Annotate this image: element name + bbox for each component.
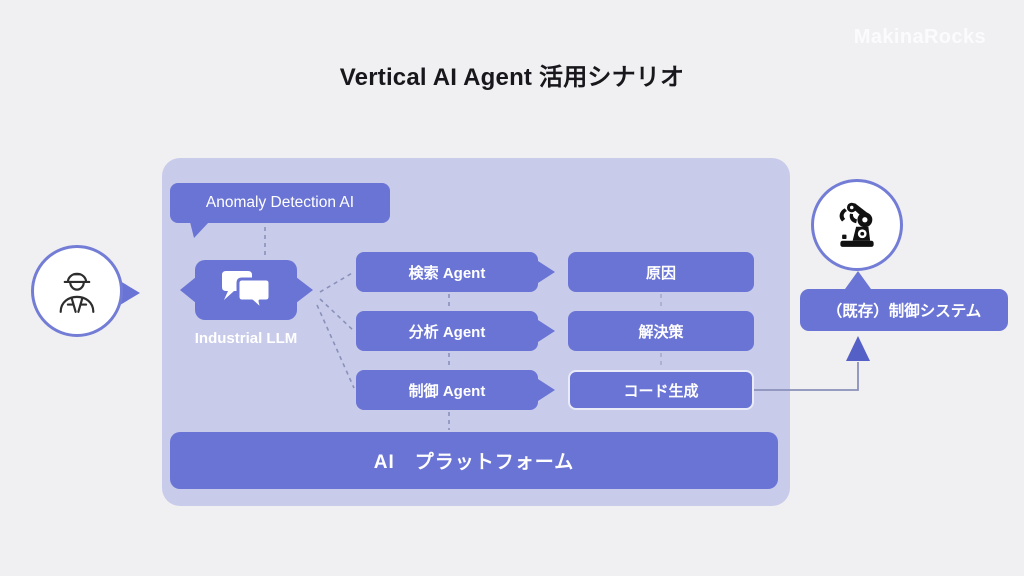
agent-control-label: 制御 Agent [408,382,486,400]
agent-search-label: 検索 Agent [408,264,486,282]
result-box-solution: 解決策 [568,311,754,351]
agent-analysis-arrow-icon [538,320,555,342]
worker-icon [59,272,95,313]
anomaly-detection-label: Anomaly Detection AI [205,194,355,211]
result-solution-label: 解決策 [638,323,684,341]
result-cause-label: 原因 [645,264,676,282]
robot-node [811,179,903,271]
user-bubble-tail [120,281,140,305]
page-title: Vertical AI Agent 活用シナリオ [339,64,685,91]
external-control-system-box: （既存）制御システム [800,289,1008,331]
industrial-llm-node [195,260,297,320]
agent-analysis-label: 分析 Agent [408,323,486,341]
llm-left-arrow-icon [180,277,196,303]
ai-platform-bar: AI プラットフォーム [170,432,778,489]
agent-search-arrow-icon [538,261,555,283]
anomaly-badge-tail [190,222,209,238]
external-control-system-label: （既存）制御システム [826,303,982,320]
agent-control-arrow-icon [538,379,555,401]
field-worker-node [31,245,123,337]
agent-box-analysis: 分析 Agent [356,311,538,351]
control-bubble-tail [845,271,871,289]
robot-arm-icon [839,202,874,247]
agent-box-search: 検索 Agent [356,252,538,292]
anomaly-detection-badge: Anomaly Detection AI [170,183,390,223]
result-box-code-generation: コード生成 [568,370,754,410]
agent-box-control: 制御 Agent [356,370,538,410]
result-box-cause: 原因 [568,252,754,292]
arrowhead-up-icon [846,336,870,361]
ai-platform-label: AI プラットフォーム [373,452,575,473]
chat-bubbles-icon [222,271,272,312]
industrial-llm-label: Industrial LLM [194,330,298,347]
llm-right-arrow-icon [296,277,313,303]
makinarocks-logo: MakinaRocks [853,26,986,48]
result-code-generation-label: コード生成 [623,382,699,400]
